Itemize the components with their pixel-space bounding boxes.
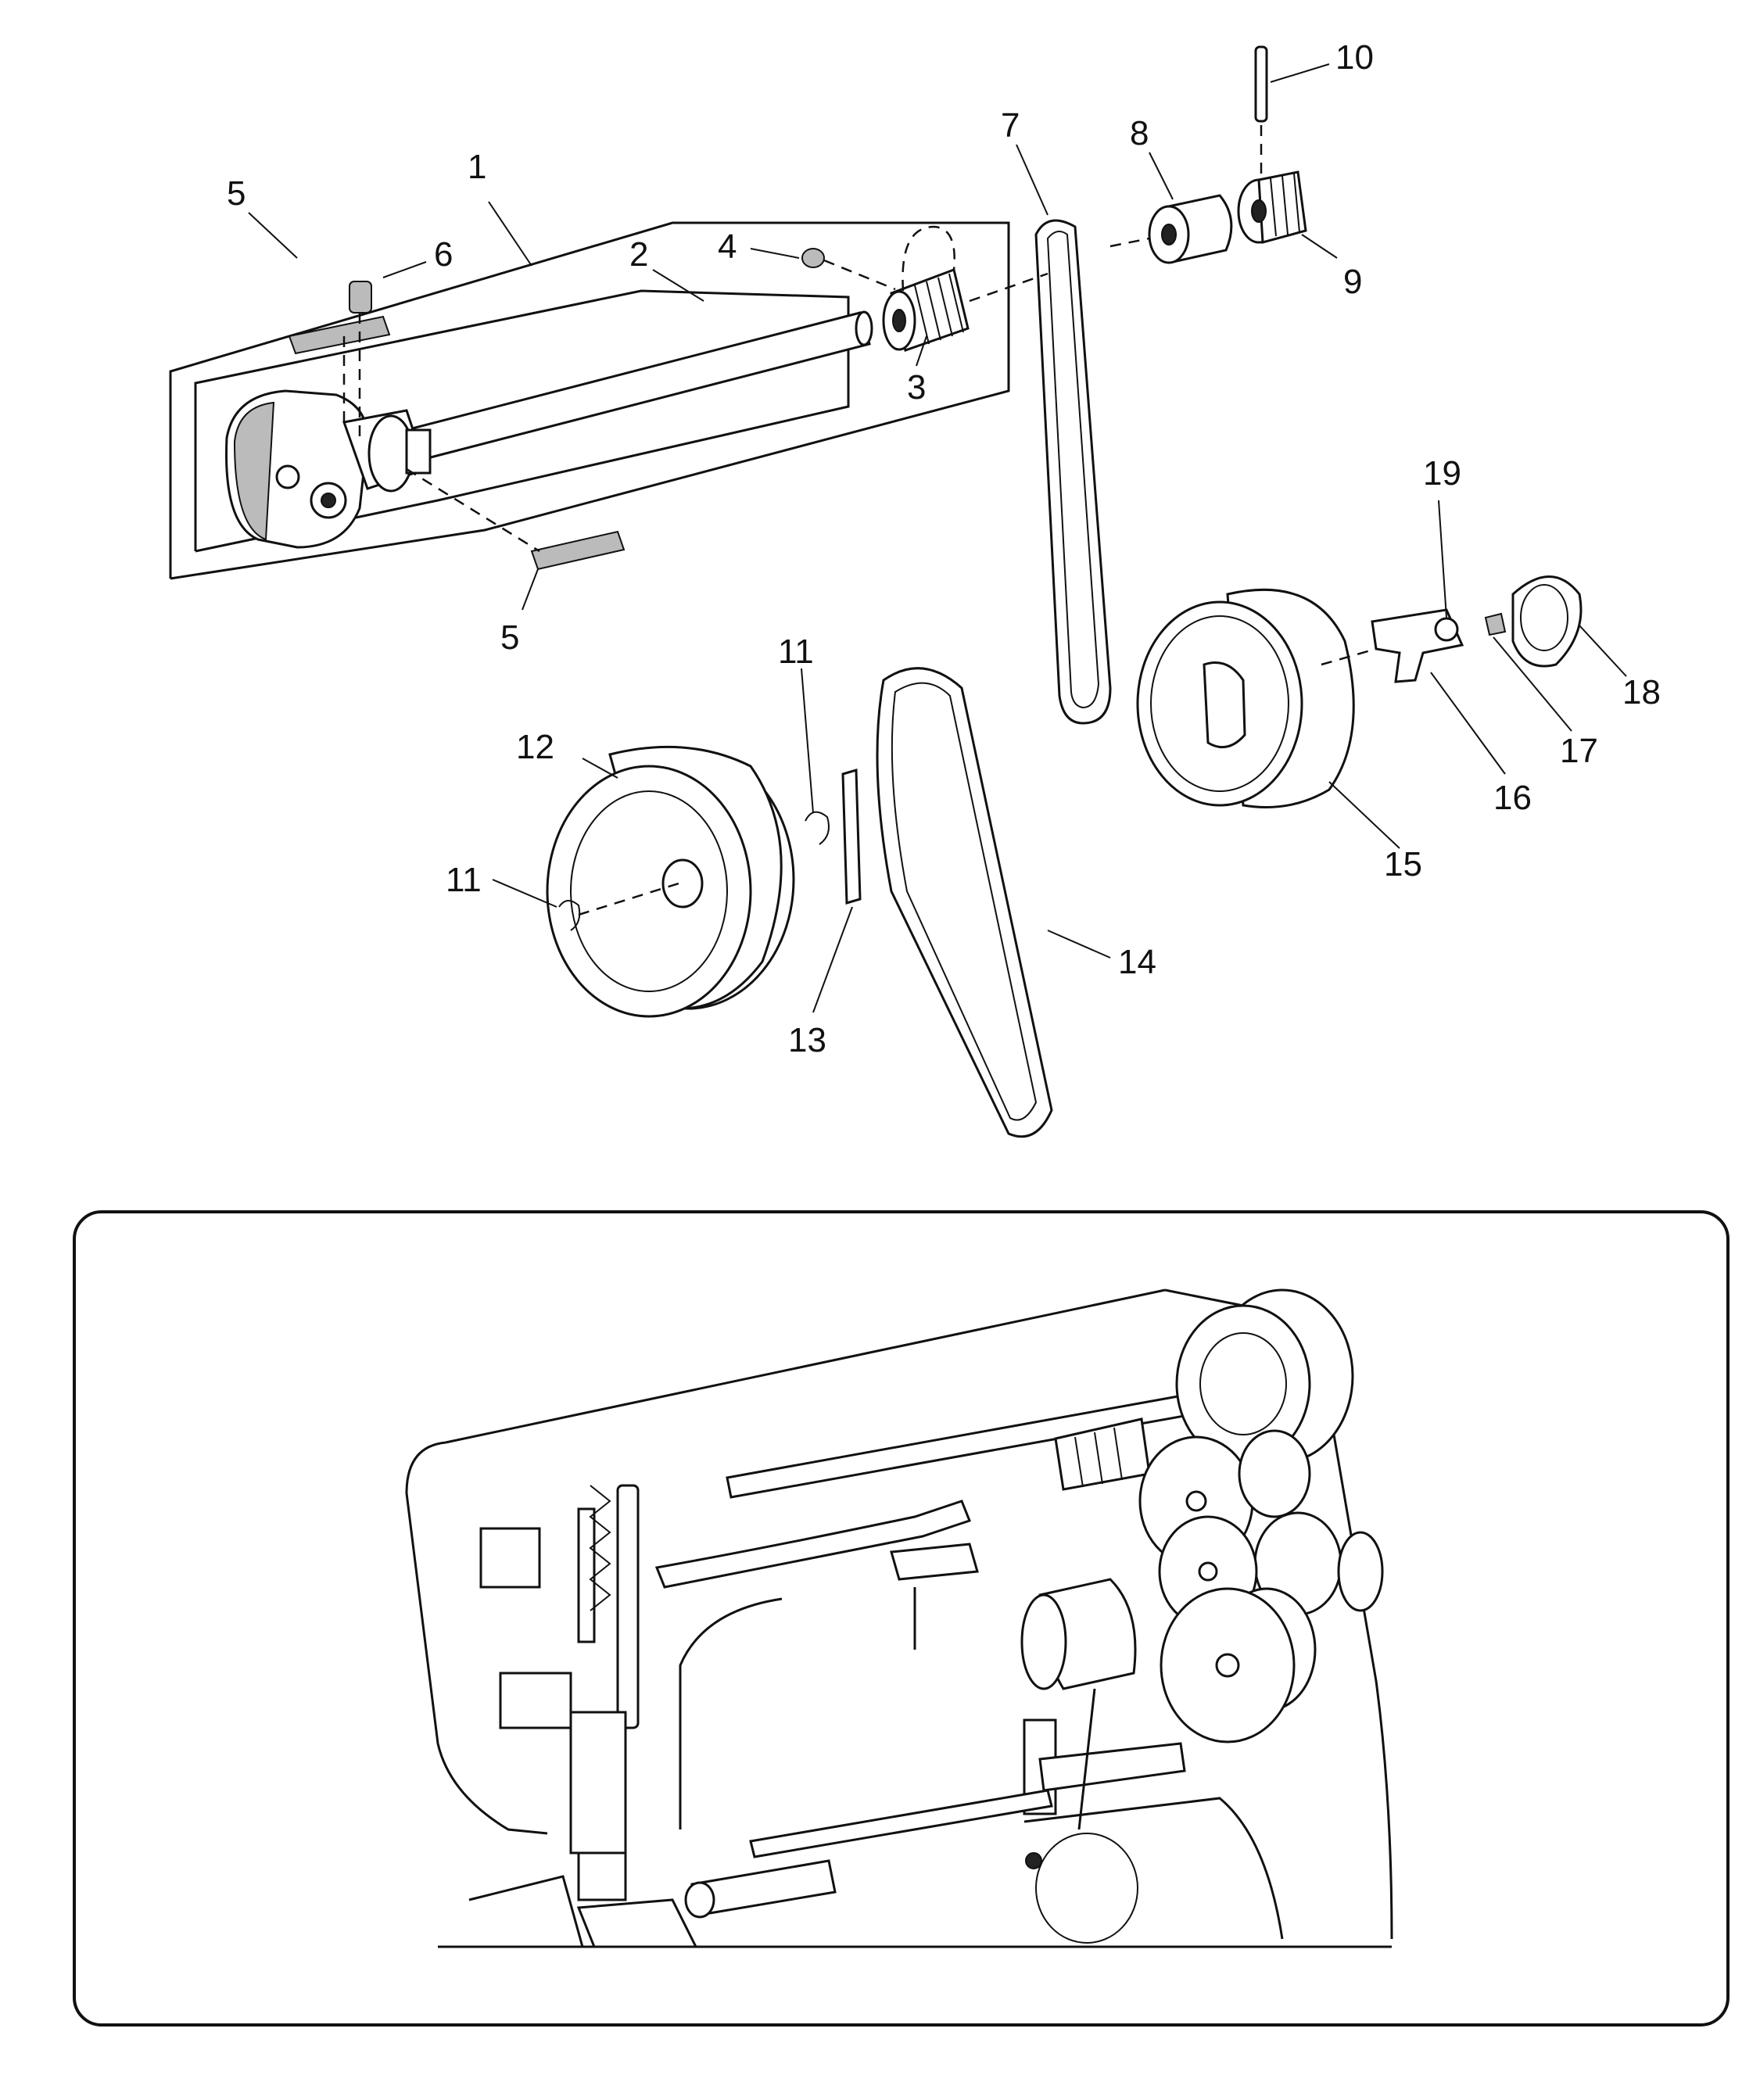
- callout-10: 10: [1335, 38, 1374, 77]
- callout-5-bottom: 5: [500, 618, 519, 657]
- callout-4: 4: [718, 228, 737, 266]
- callout-11-left: 11: [446, 861, 482, 899]
- callout-18: 18: [1622, 673, 1661, 711]
- keys-and-screw: [288, 281, 625, 571]
- callout-19: 19: [1423, 454, 1461, 493]
- lower-timing-belt: [876, 667, 1053, 1138]
- collar-gear-pin: [1109, 45, 1307, 264]
- callout-9: 9: [1343, 263, 1362, 301]
- callout-6: 6: [434, 235, 453, 274]
- callout-7: 7: [1001, 106, 1020, 145]
- inset-frame: [73, 1210, 1730, 2027]
- callout-16: 16: [1493, 779, 1532, 817]
- callout-3: 3: [907, 368, 926, 407]
- lower-pulley: [546, 745, 862, 1018]
- sensor-parts: [1371, 575, 1583, 683]
- upper-timing-belt: [969, 219, 1112, 725]
- callout-8: 8: [1130, 114, 1149, 152]
- callout-14: 14: [1118, 943, 1156, 981]
- callout-17: 17: [1560, 732, 1598, 770]
- callout-12: 12: [516, 728, 554, 766]
- worm-bushing: [801, 225, 970, 352]
- gear-pulley: [1136, 588, 1377, 808]
- callout-5-top: 5: [227, 174, 246, 213]
- shaft-assembly: [169, 221, 1010, 580]
- callout-11-top: 11: [778, 633, 814, 671]
- callout-13: 13: [788, 1021, 826, 1059]
- machine-head-inset: [405, 1288, 1393, 1948]
- callout-15: 15: [1384, 845, 1422, 883]
- callout-labels: 1 2 3 4 5 5 6 7 8 9 10 11 11 12 13 14 15…: [227, 38, 1661, 1059]
- callout-2: 2: [629, 235, 648, 274]
- callout-1: 1: [468, 148, 486, 186]
- leader-lines: [248, 63, 1627, 1013]
